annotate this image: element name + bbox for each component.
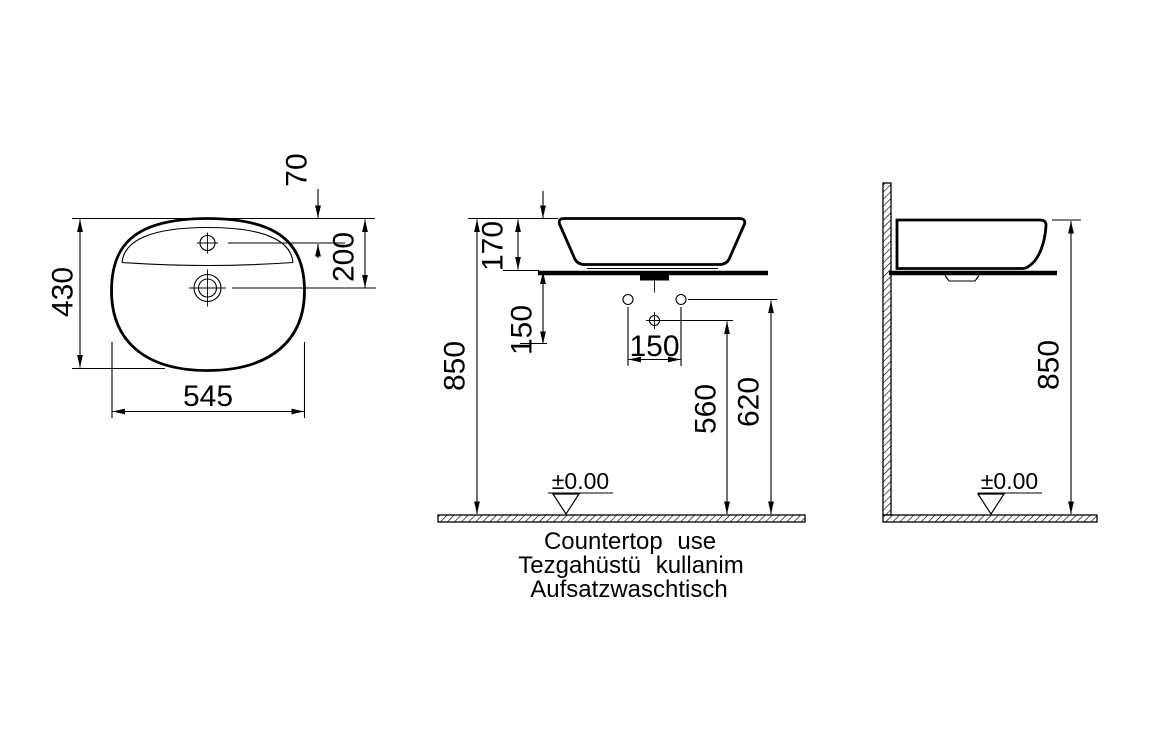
datum-triangle-front: [551, 493, 581, 516]
dim-label-545: 545: [183, 380, 233, 413]
dim-label-70: 70: [281, 153, 314, 186]
datum-label-side: ±0.00: [981, 468, 1038, 494]
dim-label-170: 170: [477, 221, 510, 271]
caption-line-english: Countertop use: [544, 528, 716, 555]
basin-front-outline: [557, 217, 747, 266]
dim-label-430: 430: [47, 267, 80, 317]
dim-label-200: 200: [328, 232, 361, 282]
floor-front: [437, 514, 806, 523]
drain-fitting-front: [640, 275, 669, 281]
wall-hole-left: [622, 293, 634, 306]
dim-label-850-side: 850: [1033, 340, 1066, 390]
datum-label-front: ±0.00: [552, 468, 609, 494]
dim-label-620: 620: [733, 377, 766, 427]
drain-fitting-side: [944, 275, 980, 282]
top-view: 430 545 70 200: [47, 153, 376, 418]
basin-inner-rim-line: [121, 226, 294, 263]
caption: Countertop use Tezgahüstü kullanim Aufsa…: [518, 528, 743, 603]
dim-label-150-vertical: 150: [506, 305, 539, 355]
caption-line-german: Aufsatzwaschtisch: [530, 576, 727, 603]
front-view: 850 170 150 150 560 620 ±0.00: [437, 191, 806, 523]
basin-outer-outline: [110, 217, 306, 372]
dim-label-560: 560: [690, 384, 723, 434]
caption-line-turkish: Tezgahüstü kullanim: [518, 552, 743, 579]
dim-label-150-horizontal: 150: [629, 330, 679, 363]
wall: [882, 182, 892, 516]
side-view: 850 ±0.00: [882, 182, 1098, 523]
basin-side-outline: [895, 218, 1048, 270]
wall-hole-right: [675, 293, 687, 306]
basin-ledge-line: [121, 261, 294, 267]
dim-label-850-front: 850: [439, 341, 472, 391]
floor-side: [882, 514, 1098, 523]
datum-triangle-side: [976, 493, 1006, 516]
